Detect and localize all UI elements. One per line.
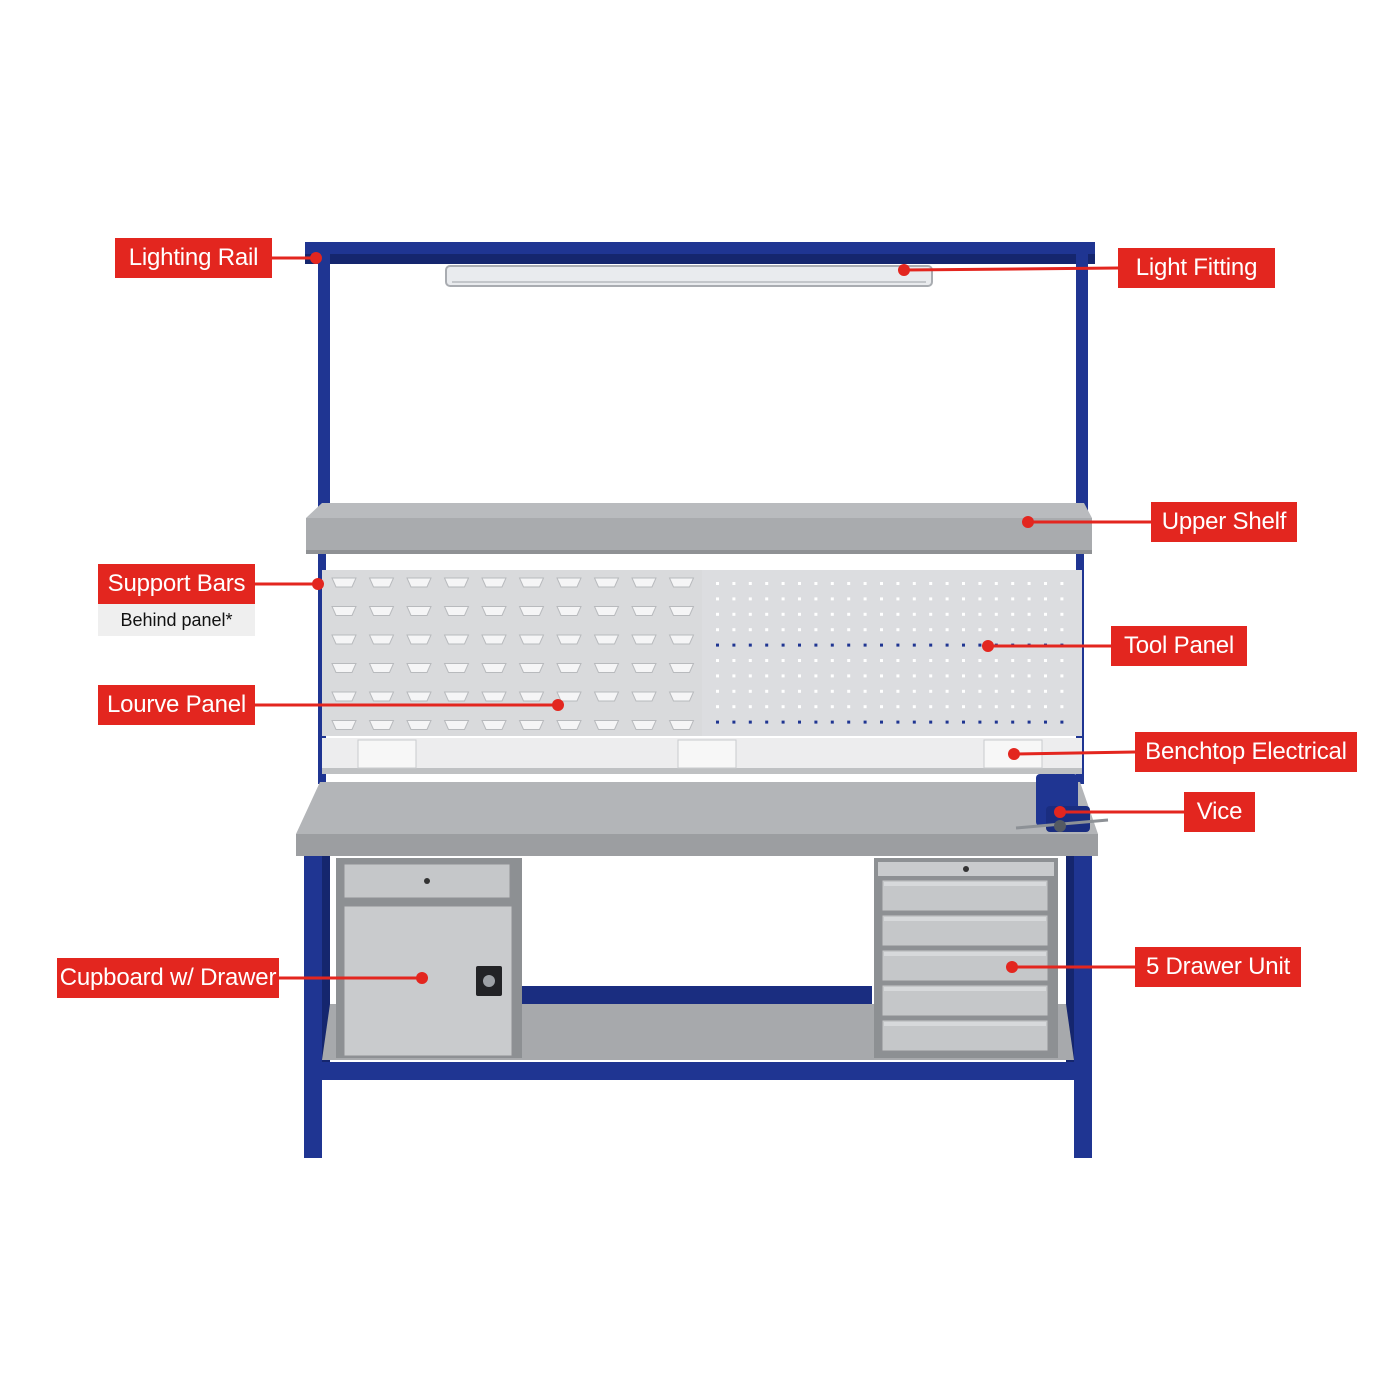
lighting-rail bbox=[305, 242, 1095, 264]
tool-panel bbox=[702, 570, 1082, 736]
callout-5-drawer-unit: 5 Drawer Unit bbox=[1135, 947, 1301, 987]
callout-lighting-rail: Lighting Rail bbox=[115, 238, 272, 278]
callout-light-fitting: Light Fitting bbox=[1118, 248, 1275, 288]
worktop bbox=[296, 782, 1098, 856]
lower-frame bbox=[304, 856, 1092, 1158]
callout-support-bars: Support Bars bbox=[98, 564, 255, 604]
benchtop-electrical bbox=[322, 738, 1082, 774]
five-drawer-unit bbox=[874, 858, 1058, 1058]
leader-lines bbox=[255, 252, 1184, 984]
callout-vice: Vice bbox=[1184, 792, 1255, 832]
upper-shelf bbox=[306, 503, 1092, 554]
callout-lourve-panel: Lourve Panel bbox=[98, 685, 255, 725]
cupboard-with-drawer bbox=[336, 858, 522, 1058]
callout-benchtop-electrical: Benchtop Electrical bbox=[1135, 732, 1357, 772]
upright-posts-upper bbox=[318, 254, 1088, 520]
callout-upper-shelf: Upper Shelf bbox=[1151, 502, 1297, 542]
callout-tool-panel: Tool Panel bbox=[1111, 626, 1247, 666]
light-fitting bbox=[445, 265, 933, 287]
callout-cupboard: Cupboard w/ Drawer bbox=[57, 958, 279, 998]
lourve-panel bbox=[322, 570, 702, 736]
callout-support-bars-note: Behind panel* bbox=[98, 604, 255, 636]
